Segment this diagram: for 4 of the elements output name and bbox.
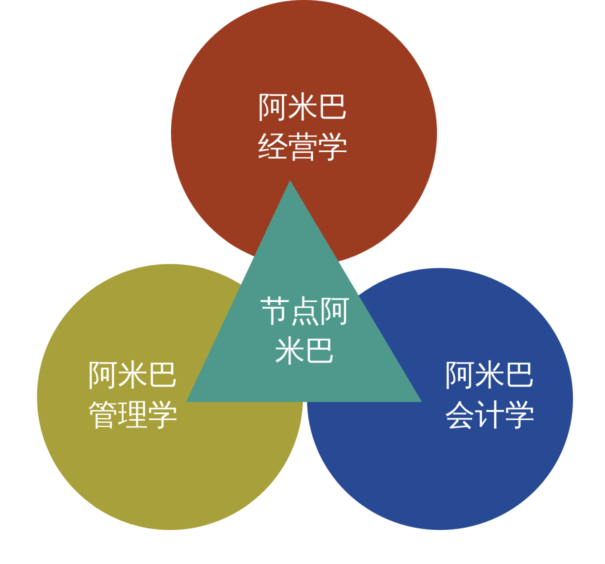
circle-label: 阿米巴会计学 <box>444 357 536 435</box>
triangle-label: 节点阿米巴 <box>259 293 351 371</box>
circle-label: 阿米巴管理学 <box>87 357 179 435</box>
circle-label: 阿米巴经营学 <box>257 89 349 167</box>
